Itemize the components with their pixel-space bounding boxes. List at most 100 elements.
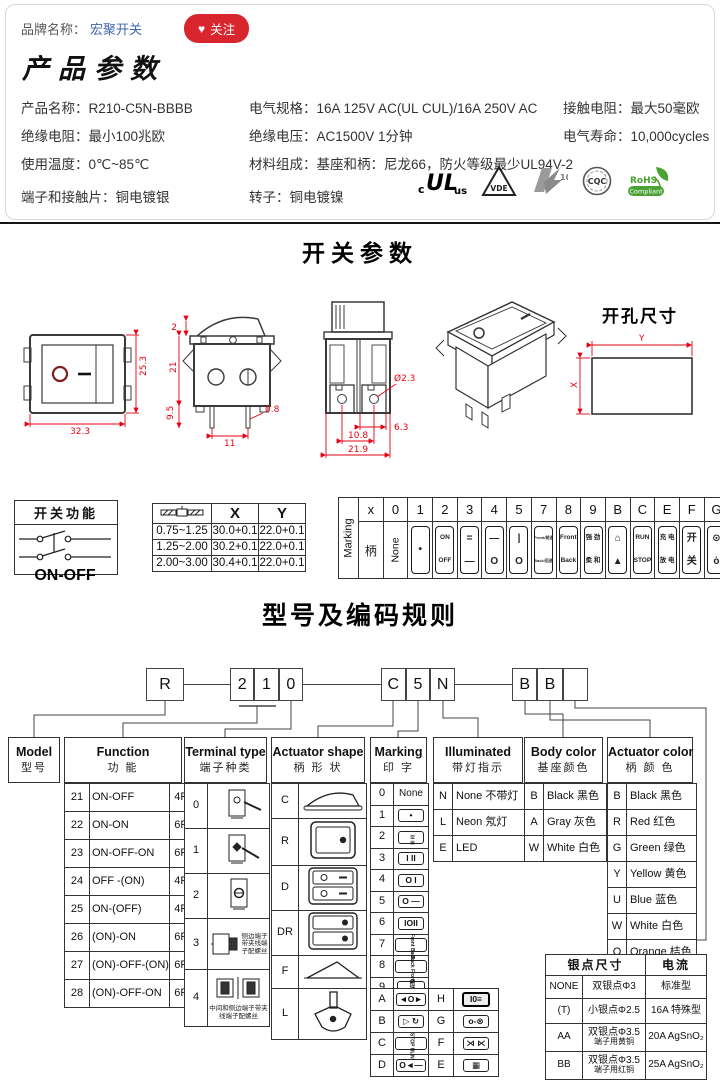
actuator-shape-code: R [271, 818, 299, 866]
marking-symbol: 柄 [359, 522, 383, 578]
actuator-shape-header-zh: 柄 形 状 [293, 762, 343, 774]
actuator-color-table-code: W [607, 913, 627, 940]
marking-pill-bottom: ▲ [612, 555, 623, 567]
param-cell: 产品名称：R210-C5N-BBBB [21, 101, 193, 116]
actuator-shape-code: C [271, 783, 299, 819]
marking-print-icon: O I [393, 869, 429, 892]
marking-print-icon: Front Back [393, 933, 429, 960]
side-view [182, 316, 282, 429]
body-color-table-label: Black 黑色 [543, 783, 607, 810]
silver-code: (T) [545, 998, 583, 1024]
terminal-icon [207, 873, 270, 919]
svg-text:Ø2.3: Ø2.3 [394, 373, 415, 384]
marking-pill-top: Front [560, 534, 577, 542]
silver-code: NONE [545, 975, 583, 999]
xy-cell: 22.0+0.1 [258, 539, 306, 556]
double-oi-icon [307, 867, 358, 905]
param-cell: 使用温度：0℃~85℃ [21, 157, 150, 172]
brand-link[interactable]: 宏聚开关 [90, 22, 143, 37]
body-color-table-label: White 白色 [543, 835, 607, 862]
marking-symbol: =— [458, 522, 482, 578]
marking-print-code: F [428, 1032, 454, 1055]
actuator-shape-code: D [271, 865, 299, 911]
dpst-circuit-diagram [19, 530, 111, 561]
marking-pill-top: ⌂ [614, 532, 621, 544]
xy-cell: 30.0+0.1 [211, 523, 259, 540]
side-view-dims [176, 315, 264, 439]
marking-print-icon: ⋊ ⋉ [453, 1032, 499, 1055]
marking-print-code: A [370, 988, 394, 1011]
marking-print-icon: o-⊗ [453, 1010, 499, 1033]
param-cell: 转子：铜电镀镍 [249, 190, 344, 205]
svg-text:21.9: 21.9 [348, 445, 368, 455]
marking-print-code: D [370, 1054, 394, 1077]
svg-text:2: 2 [171, 323, 177, 333]
silver-code: AA [545, 1023, 583, 1052]
code-box: 1 [254, 668, 279, 701]
marking-code: 8 [556, 498, 581, 522]
param-row: 绝缘电阻：最小100兆欧绝缘电压：AC1500V 1分钟电气寿命：10,000c… [6, 125, 714, 144]
svg-text:UL: UL [426, 171, 458, 196]
marking-print-icon: Back Front [393, 955, 429, 981]
rear-view-dims [320, 383, 397, 458]
marking-column: B⌂▲ [605, 498, 631, 578]
marking-symbol: ⊙ȯ [705, 522, 720, 578]
marking-pill-top: — [489, 532, 500, 544]
marking-pill-bottom: ȯ [713, 555, 720, 567]
marking-print-icon: ◄O► [393, 988, 429, 1011]
marking-symbol: |O [507, 522, 531, 578]
actuator-color-table-code: U [607, 887, 627, 914]
marking-pill-icon: ⊙ȯ [706, 526, 720, 574]
marking-side-text: Marking [342, 518, 355, 558]
svg-text:25.3: 25.3 [139, 356, 149, 376]
code-box [562, 668, 588, 701]
product-params-title: 产品参数 [22, 54, 166, 85]
marking-print-code: 6 [370, 912, 394, 935]
follow-label: 关注 [210, 23, 236, 37]
svg-text:CQC: CQC [588, 177, 607, 186]
marking-print-icon: STOP RUN [393, 1032, 429, 1058]
actuator-color-table-label: Yellow 黄色 [626, 861, 697, 888]
svg-text:9.5: 9.5 [166, 406, 176, 420]
coding-title: 型号及编码规则 [261, 602, 458, 630]
perspective-view [435, 301, 567, 429]
screw-both-icon [216, 976, 259, 999]
marking-print-icon: O◄— [393, 1054, 429, 1077]
brand-label: 品牌名称： [21, 22, 87, 37]
silver-current: 标准型 [645, 975, 707, 999]
panel-thickness-y-header: Y [258, 503, 306, 524]
svg-text:21: 21 [169, 362, 179, 373]
function-label: ON-ON [89, 811, 170, 840]
follow-button[interactable]: ♥ 关注 [184, 14, 250, 43]
marking-pill-icon: • [410, 526, 430, 574]
function-code: 24 [64, 867, 90, 896]
marking-pill-top: 充 电 [659, 534, 675, 542]
xy-cell: 0.75~1.25 [152, 523, 212, 540]
marking-print-code: H [428, 988, 454, 1011]
silver-current: 20A AgSnO₂ [645, 1023, 707, 1052]
vde-cert-icon: VDE [481, 164, 517, 198]
xy-cell: 22.0+0.1 [258, 523, 306, 540]
marking-print-icon: 0I 0I [393, 826, 429, 849]
silver-current: 16A 特殊型 [645, 998, 707, 1024]
section-divider [0, 222, 720, 224]
panel-thickness-x-header: X [211, 503, 259, 524]
code-box: N [430, 668, 455, 701]
lever-icon [313, 991, 352, 1032]
terminal-icon [207, 783, 270, 829]
double-dot-icon [307, 912, 358, 950]
silver-code: BB [545, 1051, 583, 1080]
actuator-shape-icon [298, 910, 367, 956]
